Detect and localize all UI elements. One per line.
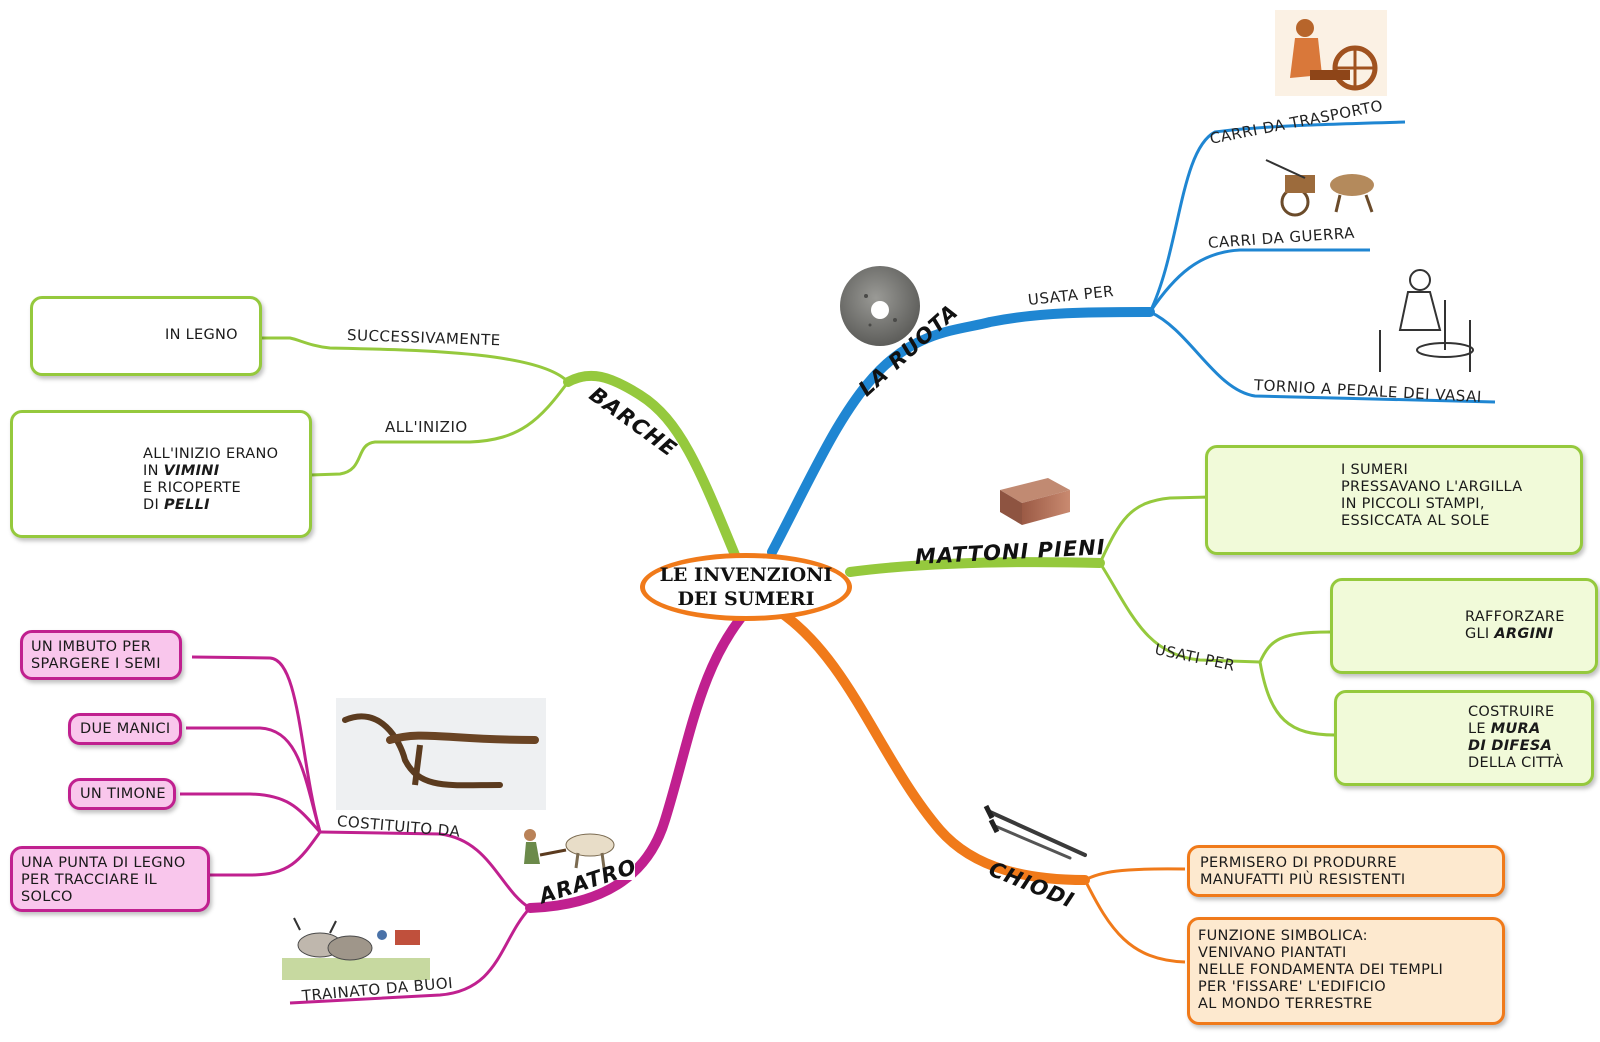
aratro-imbuto-box[interactable]: UN IMBUTO PER SPARGERE I SEMI: [20, 630, 182, 680]
aratro-punta-box[interactable]: UNA PUNTA DI LEGNO PER TRACCIARE IL SOLC…: [10, 846, 210, 912]
chiodi-simbolica-line1: FUNZIONE SIMBOLICA:: [1198, 928, 1368, 944]
connector-mattoni-desc: [1098, 495, 1211, 564]
branch-chiodi-trunk: [775, 607, 1090, 885]
link-all-inizio: ALL'INIZIO: [385, 418, 468, 436]
connector-successivamente: [262, 336, 570, 384]
branch-barche-trunk: [563, 370, 740, 560]
chiodi-simbolica-line3: NELLE FONDAMENTA DEI TEMPLI: [1198, 962, 1444, 978]
wheelwright-illustration: [1275, 10, 1387, 96]
barche-legno-text: IN LEGNO: [165, 327, 238, 343]
chiodi-resistenti-line2: MANUFATTI PIÙ RESISTENTI: [1200, 872, 1406, 888]
branch-ruota-trunk: [767, 307, 1155, 557]
central-topic-line2: DEI SUMERI: [677, 588, 815, 610]
aratro-manici-box[interactable]: DUE MANICI: [68, 713, 182, 745]
barche-vimini-line2b: VIMINI: [163, 463, 220, 479]
branch-mattoni: [845, 495, 1336, 737]
mattoni-desc-line2: PRESSAVANO L'ARGILLA: [1341, 479, 1523, 495]
chiodi-simbolica-line2: VENIVANO PIANTATI: [1198, 945, 1347, 961]
connector-carri-guerra: [1148, 248, 1370, 313]
use-mura-line2a: LE: [1468, 721, 1491, 737]
chiodi-simbolica-box[interactable]: FUNZIONE SIMBOLICA: VENIVANO PIANTATI NE…: [1187, 917, 1505, 1025]
aratro-imbuto-line2: SPARGERE I SEMI: [31, 656, 161, 672]
central-topic[interactable]: LE INVENZIONI DEI SUMERI: [640, 553, 852, 621]
connector-costituito-da: [319, 830, 531, 910]
chiodi-simbolica-line4: PER 'FISSARE' L'EDIFICIO: [1198, 979, 1386, 995]
connector-carri-trasporto: [1148, 120, 1406, 313]
barche-vimini-box[interactable]: ALL'INIZIO ERANO IN VIMINI E RICOPERTE D…: [10, 410, 312, 538]
barche-vimini-line1: ALL'INIZIO ERANO: [143, 446, 279, 462]
mattoni-desc-line3: IN PICCOLI STAMPI,: [1341, 496, 1485, 512]
use-mura-line2b: MURA: [1490, 721, 1541, 737]
stone-wheel-illustration: [840, 266, 920, 346]
connector-all-inizio: [309, 381, 570, 477]
nails-illustration: [983, 804, 1087, 860]
use-mura-line3: DI DIFESA: [1468, 738, 1553, 754]
mattoni-use-mura-box[interactable]: COSTRUIRE LE MURA DI DIFESA DELLA CITTÀ: [1334, 690, 1594, 786]
barche-legno-box[interactable]: IN LEGNO: [30, 296, 262, 376]
mattoni-desc-line4: ESSICCATA AL SOLE: [1341, 513, 1490, 529]
aratro-timone-text: UN TIMONE: [80, 786, 166, 802]
mattoni-desc-box[interactable]: I SUMERI PRESSAVANO L'ARGILLA IN PICCOLI…: [1205, 445, 1583, 555]
plough-illustration: [336, 698, 546, 810]
central-topic-line1: LE INVENZIONI: [659, 564, 833, 586]
chiodi-simbolica-line5: AL MONDO TERRESTRE: [1198, 996, 1373, 1012]
connector-chiodi-box2: [1083, 879, 1186, 964]
use-mura-line4: DELLA CITTÀ: [1468, 755, 1564, 771]
branch-ruota: [767, 120, 1496, 557]
oxen-team-illustration: [282, 910, 430, 980]
use-argini-line2b: ARGINI: [1494, 626, 1554, 642]
oxen-plough-illustration: [515, 820, 635, 880]
barche-vimini-line4a: DI: [143, 497, 164, 513]
use-mura-line1: COSTRUIRE: [1468, 704, 1555, 720]
potter-wheel-illustration: [1365, 260, 1480, 375]
mattoni-use-argini-box[interactable]: RAFFORZARE GLI ARGINI: [1330, 578, 1598, 674]
aratro-imbuto-line1: UN IMBUTO PER: [31, 639, 152, 655]
connector-tornio: [1149, 310, 1496, 404]
barche-vimini-line2a: IN: [143, 463, 164, 479]
mattoni-desc-line1: I SUMERI: [1341, 462, 1409, 478]
branch-aratro: [180, 600, 757, 1005]
use-argini-line2a: GLI: [1465, 626, 1495, 642]
branch-barche: [262, 336, 740, 560]
use-argini-line1: RAFFORZARE: [1465, 609, 1565, 625]
aratro-punta-line2: PER TRACCIARE IL: [21, 872, 158, 888]
aratro-timone-box[interactable]: UN TIMONE: [68, 778, 176, 810]
chiodi-resistenti-line1: PERMISERO DI PRODURRE: [1200, 855, 1397, 871]
branch-aratro-trunk: [525, 600, 757, 913]
barche-vimini-line3: E RICOPERTE: [143, 480, 241, 496]
connector-trainato: [289, 906, 532, 1005]
connector-usati-per: [1098, 562, 1261, 664]
branch-mattoni-trunk: [845, 557, 1105, 577]
aratro-manici-text: DUE MANICI: [80, 721, 171, 737]
war-chariot-illustration: [1265, 150, 1383, 220]
aratro-punta-line1: UNA PUNTA DI LEGNO: [21, 855, 186, 871]
connector-chiodi-box1: [1084, 867, 1186, 882]
aratro-punta-line3: SOLCO: [21, 889, 73, 905]
chiodi-resistenti-box[interactable]: PERMISERO DI PRODURRE MANUFATTI PIÙ RESI…: [1187, 845, 1505, 897]
brick-illustration: [1000, 478, 1070, 525]
branch-chiodi: [775, 607, 1186, 964]
barche-vimini-line4b: PELLI: [163, 497, 210, 513]
